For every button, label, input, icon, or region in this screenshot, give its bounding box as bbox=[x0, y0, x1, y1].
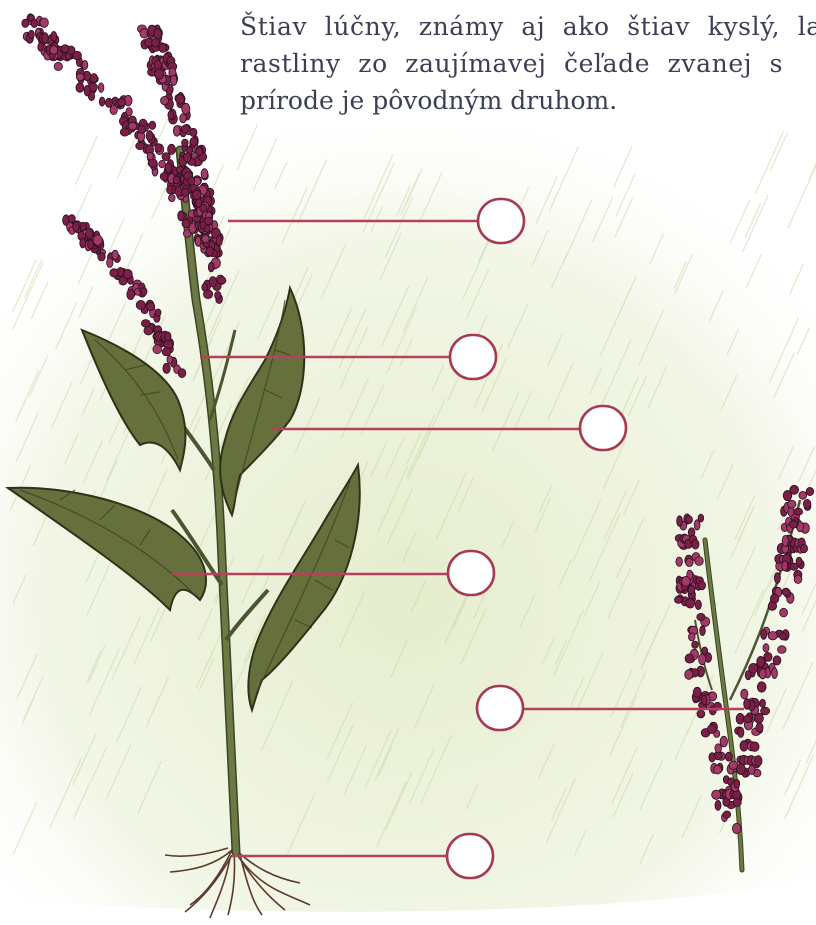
leader-lines bbox=[172, 221, 744, 856]
blank-label-root[interactable] bbox=[447, 834, 493, 878]
intro-paragraph: Štiav lúčny, známy aj ako štiav kyslý, l… bbox=[240, 8, 816, 119]
blank-label-fruit-cluster[interactable] bbox=[477, 686, 523, 730]
intro-line-3: prírode je pôvodným druhom. bbox=[240, 82, 816, 119]
intro-line-2: rastliny zo zaujímavej čeľade zvanej s bbox=[240, 45, 816, 82]
blank-label-stem[interactable] bbox=[450, 335, 496, 379]
blank-label-flower-cluster[interactable] bbox=[478, 199, 524, 243]
blank-label-upper-leaf[interactable] bbox=[580, 406, 626, 450]
blank-label-lower-leaf[interactable] bbox=[448, 551, 494, 595]
intro-line-1: Štiav lúčny, známy aj ako štiav kyslý, l… bbox=[240, 8, 816, 45]
